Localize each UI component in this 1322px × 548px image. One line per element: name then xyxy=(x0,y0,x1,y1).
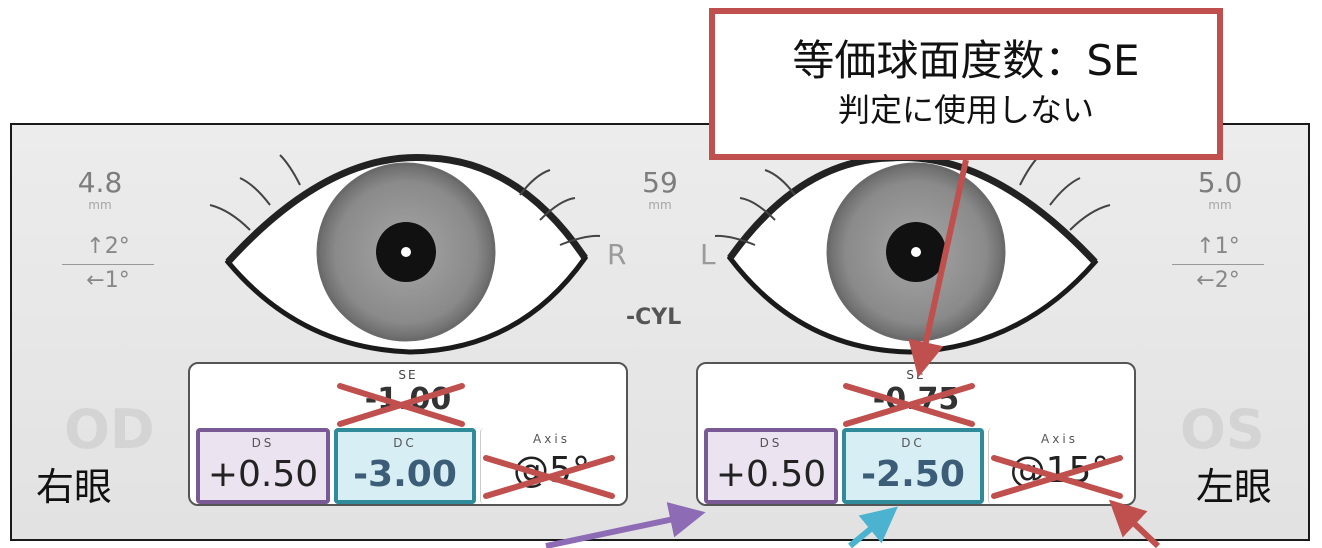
left-pupil-value: 5.0 xyxy=(1197,166,1243,199)
callout-note: 判定に使用しない xyxy=(837,91,1094,129)
pd-unit: mm xyxy=(648,198,672,212)
ds-arrow xyxy=(545,502,706,548)
right-dc-label: DC xyxy=(393,436,417,450)
right-rx-box: SE -1.00 DS +0.50 DC -3.00 Axis @5° xyxy=(188,362,628,506)
r-label: R xyxy=(607,238,627,271)
right-eye-jp-label: 右眼 xyxy=(36,465,113,509)
left-prism-side: ←2° xyxy=(1196,268,1240,293)
left-eye-jp-label: 左眼 xyxy=(1196,465,1273,509)
pd-metric: 59 mm xyxy=(630,166,690,213)
left-prism-divider xyxy=(1172,264,1264,265)
cyl-label: -CYL xyxy=(626,305,682,330)
axis-arrow xyxy=(1108,499,1161,548)
right-ds-label: DS xyxy=(251,436,275,450)
left-ds-label: DS xyxy=(759,436,783,450)
callout-title: 等価球面度数：SE xyxy=(792,36,1140,85)
left-axis-cross-b xyxy=(991,455,1123,499)
left-pupil-unit: mm xyxy=(1208,198,1232,212)
right-eye-drawing xyxy=(209,153,601,355)
right-se-cross-b xyxy=(337,383,465,427)
right-prism-side: ←1° xyxy=(86,268,130,293)
dc-arrow xyxy=(848,506,898,548)
os-label: OS xyxy=(1180,398,1265,461)
right-prism-fraction: ↑2° ←1° xyxy=(62,232,154,295)
callout-arrow xyxy=(908,159,969,378)
l-label: L xyxy=(700,238,716,271)
right-ds-value: +0.50 xyxy=(207,454,319,495)
pd-value: 59 xyxy=(642,166,678,199)
left-dc-label: DC xyxy=(901,436,925,450)
right-axis-label: Axis xyxy=(533,432,570,446)
left-se-cross-b xyxy=(843,383,975,427)
left-ds-value: +0.50 xyxy=(715,454,827,495)
right-prism-divider xyxy=(62,264,154,265)
left-prism-up: ↑1° xyxy=(1196,234,1240,259)
se-callout: 等価球面度数：SE 判定に使用しない xyxy=(709,8,1223,160)
left-pupil-metric: 5.0 mm xyxy=(1190,166,1250,213)
right-dc-value: -3.00 xyxy=(353,454,457,495)
right-prism-up: ↑2° xyxy=(86,234,130,259)
cross-marks xyxy=(337,383,1123,499)
right-ds-cell: DS +0.50 xyxy=(196,428,330,504)
right-pupil-unit: mm xyxy=(88,198,112,212)
left-prism-fraction: ↑1° ←2° xyxy=(1172,232,1264,295)
right-axis-cross-b xyxy=(483,455,615,499)
left-axis-label: Axis xyxy=(1041,432,1078,446)
right-se-label: SE xyxy=(398,368,418,382)
right-pupil-metric: 4.8 mm xyxy=(70,166,130,213)
left-ds-cell: DS +0.50 xyxy=(704,428,838,504)
right-dc-cell: DC -3.00 xyxy=(334,428,476,504)
od-label: OD xyxy=(64,398,155,461)
left-eye-drawing xyxy=(714,153,1111,355)
left-dc-cell: DC -2.50 xyxy=(842,428,984,504)
right-pupil-value: 4.8 xyxy=(77,166,123,199)
left-dc-value: -2.50 xyxy=(861,454,965,495)
